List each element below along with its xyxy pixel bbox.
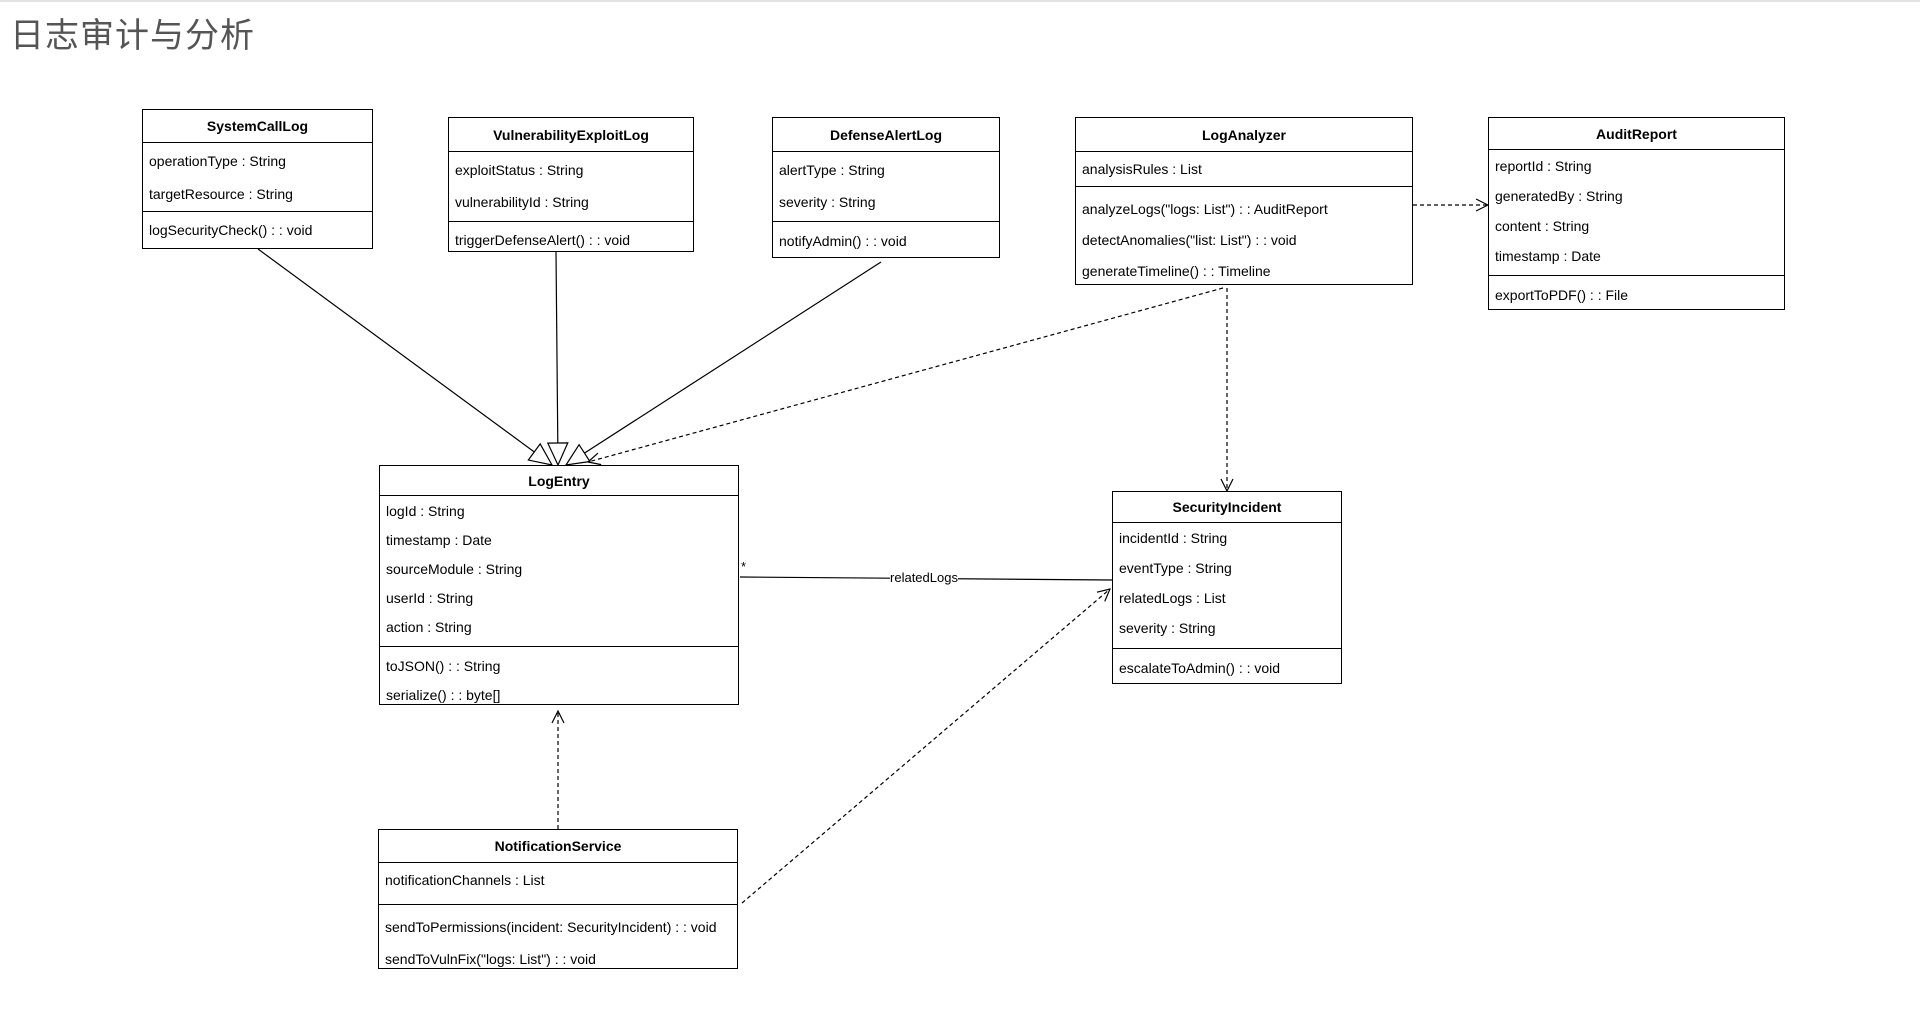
generalization-vuln-to-logentry[interactable]: [556, 251, 558, 465]
attribute: incidentId : String: [1119, 530, 1228, 546]
class-log-analyzer[interactable]: LogAnalyzer analysisRules : List analyzeLo…: [1075, 117, 1413, 285]
operation-compartment: toJSON() : : String serialize() : : byte[…: [380, 647, 738, 704]
operation-compartment: triggerDefenseAlert() : : void: [449, 222, 693, 251]
operation: toJSON() : : String: [386, 658, 501, 674]
attribute: targetResource : String: [149, 186, 293, 202]
operation-compartment: escalateToAdmin() : : void: [1113, 649, 1341, 683]
attribute: vulnerabilityId : String: [455, 194, 589, 210]
attribute: analysisRules : List: [1082, 161, 1202, 177]
operation: logSecurityCheck() : : void: [149, 222, 313, 238]
attribute: eventType : String: [1119, 560, 1232, 576]
attribute: logId : String: [386, 503, 465, 519]
class-name: LogEntry: [380, 466, 738, 496]
operation: generateTimeline() : : Timeline: [1082, 263, 1271, 279]
page-title: 日志审计与分析: [10, 16, 255, 56]
attribute: content : String: [1495, 218, 1590, 234]
attribute: relatedLogs : List: [1119, 590, 1226, 606]
attribute-compartment: analysisRules : List: [1076, 152, 1412, 187]
operation-compartment: logSecurityCheck() : : void: [143, 212, 372, 248]
attribute: operationType : String: [149, 153, 286, 169]
operation: exportToPDF() : : File: [1495, 287, 1629, 303]
top-divider: [0, 0, 1920, 2]
operation-compartment: exportToPDF() : : File: [1489, 276, 1784, 309]
operation-compartment: sendToPermissions(incident: SecurityInci…: [379, 905, 737, 968]
dependency-analyzer-to-logentry[interactable]: [588, 287, 1224, 462]
attribute-compartment: reportId : String generatedBy : String con…: [1489, 150, 1784, 276]
operation: detectAnomalies("list: List") : : void: [1082, 232, 1297, 248]
class-name: NotificationService: [379, 830, 737, 863]
class-system-call-log[interactable]: SystemCallLog operationType : String targe…: [142, 109, 373, 249]
class-defense-alert-log[interactable]: DefenseAlertLog alertType : String severit…: [772, 117, 1000, 258]
generalization-syscall-to-logentry[interactable]: [257, 248, 552, 465]
attribute-compartment: logId : String timestamp : Date sourceModu…: [380, 496, 738, 647]
dependency-notification-to-incident[interactable]: [741, 589, 1110, 904]
operation: analyzeLogs("logs: List") : : AuditRepor…: [1082, 201, 1328, 217]
operation: escalateToAdmin() : : void: [1119, 660, 1281, 676]
class-name: VulnerabilityExploitLog: [449, 118, 693, 152]
attribute: notificationChannels : List: [385, 872, 545, 888]
operation: notifyAdmin() : : void: [779, 233, 907, 249]
attribute-compartment: operationType : String targetResource : S…: [143, 143, 372, 212]
operation: triggerDefenseAlert() : : void: [455, 232, 631, 248]
class-security-incident[interactable]: SecurityIncident incidentId : String event…: [1112, 491, 1342, 684]
operation-compartment: notifyAdmin() : : void: [773, 222, 999, 257]
attribute: sourceModule : String: [386, 561, 523, 577]
operation: serialize() : : byte[]: [386, 687, 501, 703]
operation: sendToVulnFix("logs: List") : : void: [385, 951, 596, 967]
class-name: DefenseAlertLog: [773, 118, 999, 152]
association-label: relatedLogs: [890, 570, 958, 585]
attribute: timestamp : Date: [1495, 248, 1601, 264]
attribute-compartment: alertType : String severity : String: [773, 152, 999, 222]
class-name: AuditReport: [1489, 118, 1784, 150]
attribute: severity : String: [1119, 620, 1216, 636]
operation-compartment: analyzeLogs("logs: List") : : AuditRepor…: [1076, 187, 1412, 284]
attribute-compartment: notificationChannels : List: [379, 863, 737, 905]
attribute: action : String: [386, 619, 472, 635]
generalization-defense-to-logentry[interactable]: [566, 261, 882, 465]
class-name: LogAnalyzer: [1076, 118, 1412, 152]
attribute: alertType : String: [779, 162, 885, 178]
attribute: exploitStatus : String: [455, 162, 584, 178]
class-name: SystemCallLog: [143, 110, 372, 143]
class-notification-service[interactable]: NotificationService notificationChannels …: [378, 829, 738, 969]
class-audit-report[interactable]: AuditReport reportId : String generatedBy …: [1488, 117, 1785, 310]
association-multiplicity: *: [741, 559, 746, 574]
class-name: SecurityIncident: [1113, 492, 1341, 523]
attribute: reportId : String: [1495, 158, 1592, 174]
attribute-compartment: incidentId : String eventType : String rel…: [1113, 523, 1341, 649]
attribute: userId : String: [386, 590, 474, 606]
operation: sendToPermissions(incident: SecurityInci…: [385, 919, 717, 935]
attribute-compartment: exploitStatus : String vulnerabilityId : …: [449, 152, 693, 222]
attribute: timestamp : Date: [386, 532, 492, 548]
attribute: generatedBy : String: [1495, 188, 1623, 204]
association-label-bg: [890, 569, 958, 586]
attribute: severity : String: [779, 194, 876, 210]
class-log-entry[interactable]: LogEntry logId : String timestamp : Date so…: [379, 465, 739, 705]
